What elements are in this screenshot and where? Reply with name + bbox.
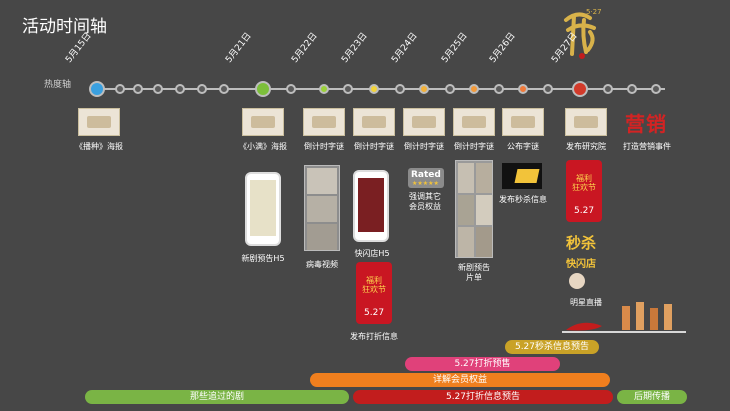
event-caption: 倒计时字谜	[298, 141, 350, 152]
node-may27	[572, 81, 588, 97]
event-caption: 快闪店H5	[347, 248, 397, 259]
event-caption: 倒计时字谜	[348, 141, 400, 152]
event-caption: 打造营销事件	[618, 141, 676, 152]
stars-icon: ★★★★★	[412, 180, 439, 187]
poster-festival-text: 福利 狂欢节	[360, 276, 388, 294]
date-label-may22: 5月22日	[288, 29, 320, 65]
axis-node	[153, 84, 163, 94]
bar-post-promotion: 后期传播	[617, 390, 687, 404]
festival-poster[interactable]: 福利 狂欢节 5.27	[566, 160, 602, 222]
axis-node	[133, 84, 143, 94]
heat-axis-label: 热度轴	[44, 77, 71, 90]
event-caption: 新剧预告H5	[238, 253, 288, 264]
node-may23	[369, 84, 379, 94]
event-caption: 病毒视频	[297, 259, 347, 270]
axis-node	[627, 84, 637, 94]
event-caption: 倒计时字谜	[398, 141, 450, 152]
bar-seckill-preview: 5.27秒杀信息预告	[505, 340, 599, 354]
event-caption: 《小满》海报	[234, 141, 292, 152]
phone-mockup-drama-h5[interactable]	[245, 172, 281, 246]
poster-thumbnail[interactable]	[78, 108, 120, 136]
event-caption: 公布字谜	[497, 141, 549, 152]
flash-store-logo: 快闪店	[566, 255, 596, 270]
rated-badge-text: Rated	[411, 170, 441, 180]
axis-node	[651, 84, 661, 94]
axis-node	[197, 84, 207, 94]
axis-node	[115, 84, 125, 94]
calligraphy-date: 5·27	[586, 8, 602, 16]
date-label-may24: 5月24日	[388, 29, 420, 65]
riddle-thumbnail[interactable]	[502, 108, 544, 136]
axis-node	[175, 84, 185, 94]
riddle-thumbnail[interactable]	[303, 108, 345, 136]
node-may21	[255, 81, 271, 97]
date-label-may21: 5月21日	[222, 29, 254, 65]
event-caption: 强调其它 会员权益	[400, 192, 450, 212]
node-may22	[319, 84, 329, 94]
flash-sale-banner[interactable]	[502, 163, 542, 189]
page-title: 活动时间轴	[22, 12, 107, 37]
axis-node	[286, 84, 296, 94]
riddle-thumbnail[interactable]	[353, 108, 395, 136]
institute-thumbnail[interactable]	[565, 108, 607, 136]
axis-node	[543, 84, 553, 94]
rated-badge: Rated ★★★★★	[408, 168, 444, 188]
date-label-may23: 5月23日	[338, 29, 370, 65]
node-may15	[89, 81, 105, 97]
poster-date-text: 5.27	[574, 206, 594, 216]
discount-poster[interactable]: 福利 狂欢节 5.27	[356, 262, 392, 324]
bar-past-dramas: 那些追过的剧	[85, 390, 349, 404]
bar-discount-info-preview: 5.27打折信息预告	[353, 390, 613, 404]
node-may24	[419, 84, 429, 94]
poster-thumbnail[interactable]	[242, 108, 284, 136]
axis-node	[343, 84, 353, 94]
bar-member-benefits: 详解会员权益	[310, 373, 610, 387]
drama-list-collage[interactable]	[455, 160, 493, 258]
virus-video-collage[interactable]	[304, 165, 340, 251]
axis-node	[445, 84, 455, 94]
event-caption: 发布研究院	[558, 141, 614, 152]
poster-date-text: 5.27	[364, 308, 384, 318]
star-avatar	[569, 273, 585, 289]
axis-node	[494, 84, 504, 94]
event-caption: 倒计时字谜	[448, 141, 500, 152]
raised-hands-graphic	[562, 296, 686, 334]
axis-node	[603, 84, 613, 94]
riddle-thumbnail[interactable]	[453, 108, 495, 136]
poster-festival-text: 福利 狂欢节	[570, 174, 598, 192]
event-caption: 发布打折信息	[348, 331, 400, 342]
phone-mockup-flash-store[interactable]	[353, 170, 389, 242]
marketing-logo: 营销	[625, 108, 667, 137]
seckill-logo: 秒杀	[566, 232, 596, 253]
event-caption: 发布秒杀信息	[496, 194, 550, 205]
event-caption: 新剧预告 片单	[449, 263, 499, 283]
riddle-thumbnail[interactable]	[403, 108, 445, 136]
date-label-may25: 5月25日	[438, 29, 470, 65]
node-may25	[469, 84, 479, 94]
axis-node	[219, 84, 229, 94]
node-may26	[518, 84, 528, 94]
event-caption: 《播种》海报	[70, 141, 128, 152]
date-label-may26: 5月26日	[486, 29, 518, 65]
bar-discount-presale: 5.27打折预售	[405, 357, 560, 371]
axis-node	[395, 84, 405, 94]
